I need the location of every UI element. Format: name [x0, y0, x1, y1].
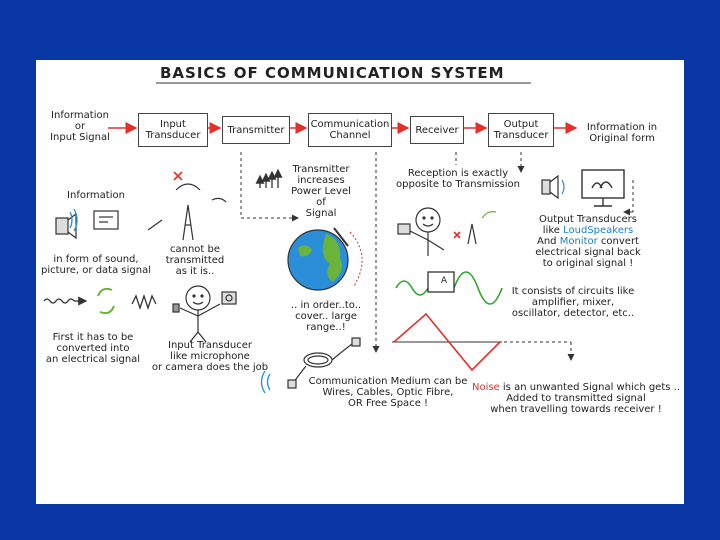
cannot-transmit-text: cannot be transmitted as it is.. [165, 244, 225, 277]
speaker-icon [55, 212, 77, 240]
cross-mark-icon [173, 171, 183, 181]
diagram-canvas: BASICS OF COMMUNICATION SYSTEM Informati… [36, 60, 684, 504]
noise-note-line3: when travelling towards receiver ! [490, 404, 662, 415]
earth-globe-icon [287, 227, 363, 291]
output-transducer-note: Output Transducers like LoudSpeakers And… [522, 214, 654, 269]
transmitter-power-text: Transmitter increases Power Level of Sig… [291, 164, 351, 219]
output-note-line4: electrical signal back [535, 247, 641, 258]
box-communication-channel: Communication Channel [308, 113, 392, 147]
noise-signal [392, 312, 502, 372]
information-forms-text: in form of sound, picture, or data signa… [41, 254, 151, 276]
circuits-text: It consists of circuits like amplifier, … [511, 286, 635, 319]
box-input-transducer: Input Transducer [138, 113, 208, 147]
source-label: Information or Input Signal [50, 110, 110, 143]
diagram-graphics [43, 82, 634, 394]
amplifier-label: A [440, 276, 448, 286]
receiver-person-icon [397, 207, 445, 256]
monitor-icon [581, 169, 625, 207]
zigzag-electrical-signal [131, 293, 157, 311]
wavy-input-signal [43, 296, 88, 306]
amplified-wave [395, 271, 503, 305]
noise-highlight: Noise [471, 382, 500, 393]
input-transducer-text: Input Transducer like microphone or came… [151, 340, 269, 373]
output-speaker-icon [541, 174, 565, 200]
output-note-line5: to original signal ! [542, 258, 634, 269]
recycle-arrows-icon [97, 287, 115, 315]
output-note-line1: Output Transducers [539, 214, 637, 225]
sound-waves-icon [69, 208, 78, 232]
noise-note: Noise is an unwanted Signal which gets .… [470, 382, 682, 415]
page-title: BASICS OF COMMUNICATION SYSTEM [160, 64, 505, 82]
receiver-cross-mark-icon [453, 231, 461, 239]
person-with-camera-icon [172, 285, 237, 343]
wireless-waves-icon [260, 370, 271, 394]
box-receiver: Receiver [410, 116, 464, 144]
reception-text: Reception is exactly opposite to Transmi… [396, 168, 520, 190]
output-note-line3: And Monitor convert [537, 236, 639, 247]
box-transmitter: Transmitter [222, 116, 290, 144]
antenna-icon [147, 183, 227, 241]
noise-note-line1: Noise is an unwanted Signal which gets .… [471, 382, 681, 393]
destination-label: Information in Original form [586, 122, 658, 144]
dashed-connectors [240, 152, 634, 361]
range-text: .. in order..to.. cover.. large range..! [290, 300, 362, 333]
box-output-transducer: Output Transducer [488, 113, 554, 147]
document-icon [93, 210, 119, 230]
amplifier-box [427, 271, 455, 293]
noise-note-line2: Added to transmitted signal [506, 393, 646, 404]
monitor-highlight: Monitor [559, 236, 598, 247]
loudspeakers-highlight: LoudSpeakers [563, 225, 634, 236]
power-up-arrows-icon [255, 168, 283, 188]
convert-text: First it has to be converted into an ele… [45, 332, 141, 365]
medium-text: Communication Medium can be Wires, Cable… [308, 376, 468, 409]
cable-icon [287, 337, 361, 389]
receiver-antenna-icon [467, 211, 497, 245]
information-label: Information [67, 190, 125, 201]
output-note-line2: like LoudSpeakers [542, 225, 634, 236]
